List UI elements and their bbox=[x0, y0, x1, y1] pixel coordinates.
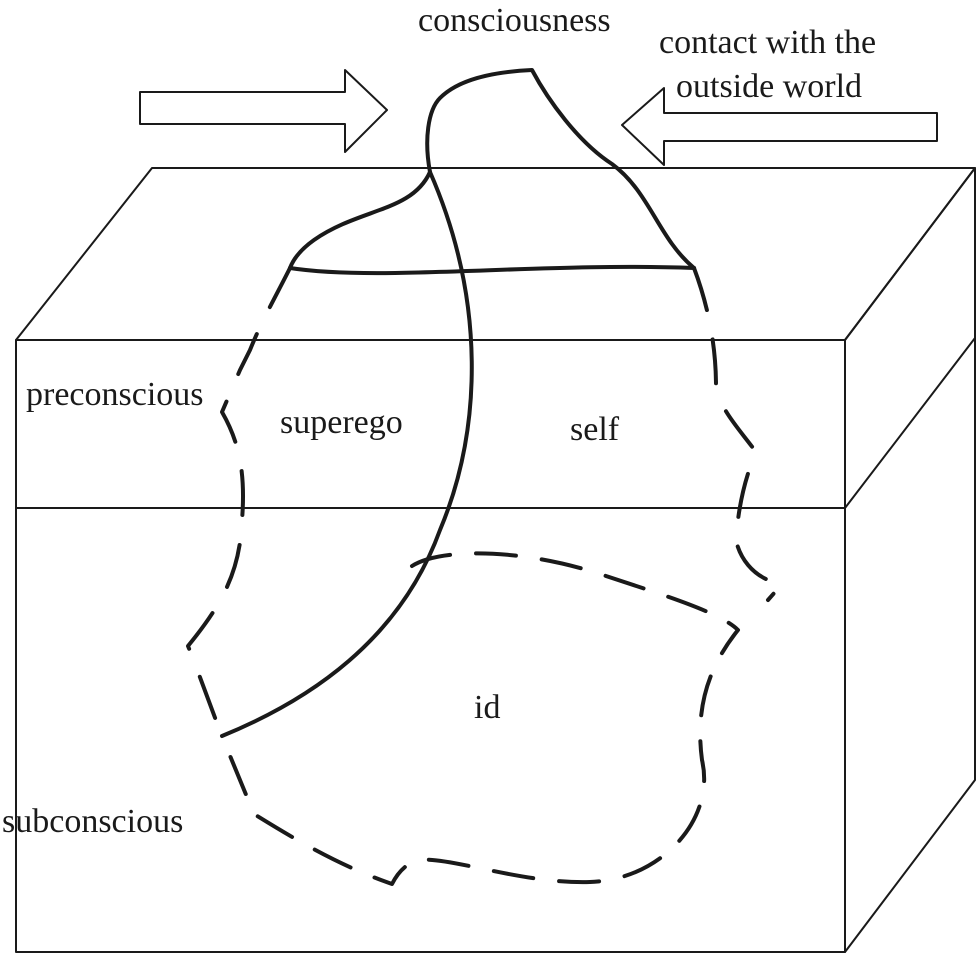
superego-top-curve bbox=[288, 170, 432, 270]
arrow-left-icon bbox=[621, 87, 938, 166]
box-outline bbox=[15, 167, 976, 953]
label-id: id bbox=[474, 689, 500, 726]
box-top-face bbox=[15, 167, 976, 341]
right-boundary-outline bbox=[692, 266, 784, 602]
arrow-right-icon bbox=[139, 69, 388, 153]
superego-divider-curve bbox=[220, 170, 474, 738]
water-surface-line bbox=[288, 264, 696, 276]
box-right-face bbox=[844, 167, 976, 953]
label-contact-line2: outside world bbox=[676, 68, 862, 105]
label-subconscious: subconscious bbox=[2, 803, 183, 840]
id-region-outline bbox=[220, 551, 740, 886]
label-preconscious: preconscious bbox=[26, 376, 204, 413]
consciousness-peak-outline bbox=[425, 68, 696, 270]
label-self: self bbox=[570, 411, 620, 448]
label-superego: superego bbox=[280, 404, 403, 441]
preconscious-boundary-side bbox=[844, 337, 976, 509]
label-contact-line1: contact with the bbox=[659, 24, 876, 61]
left-boundary-outline bbox=[186, 266, 292, 738]
label-consciousness: consciousness bbox=[418, 2, 611, 39]
